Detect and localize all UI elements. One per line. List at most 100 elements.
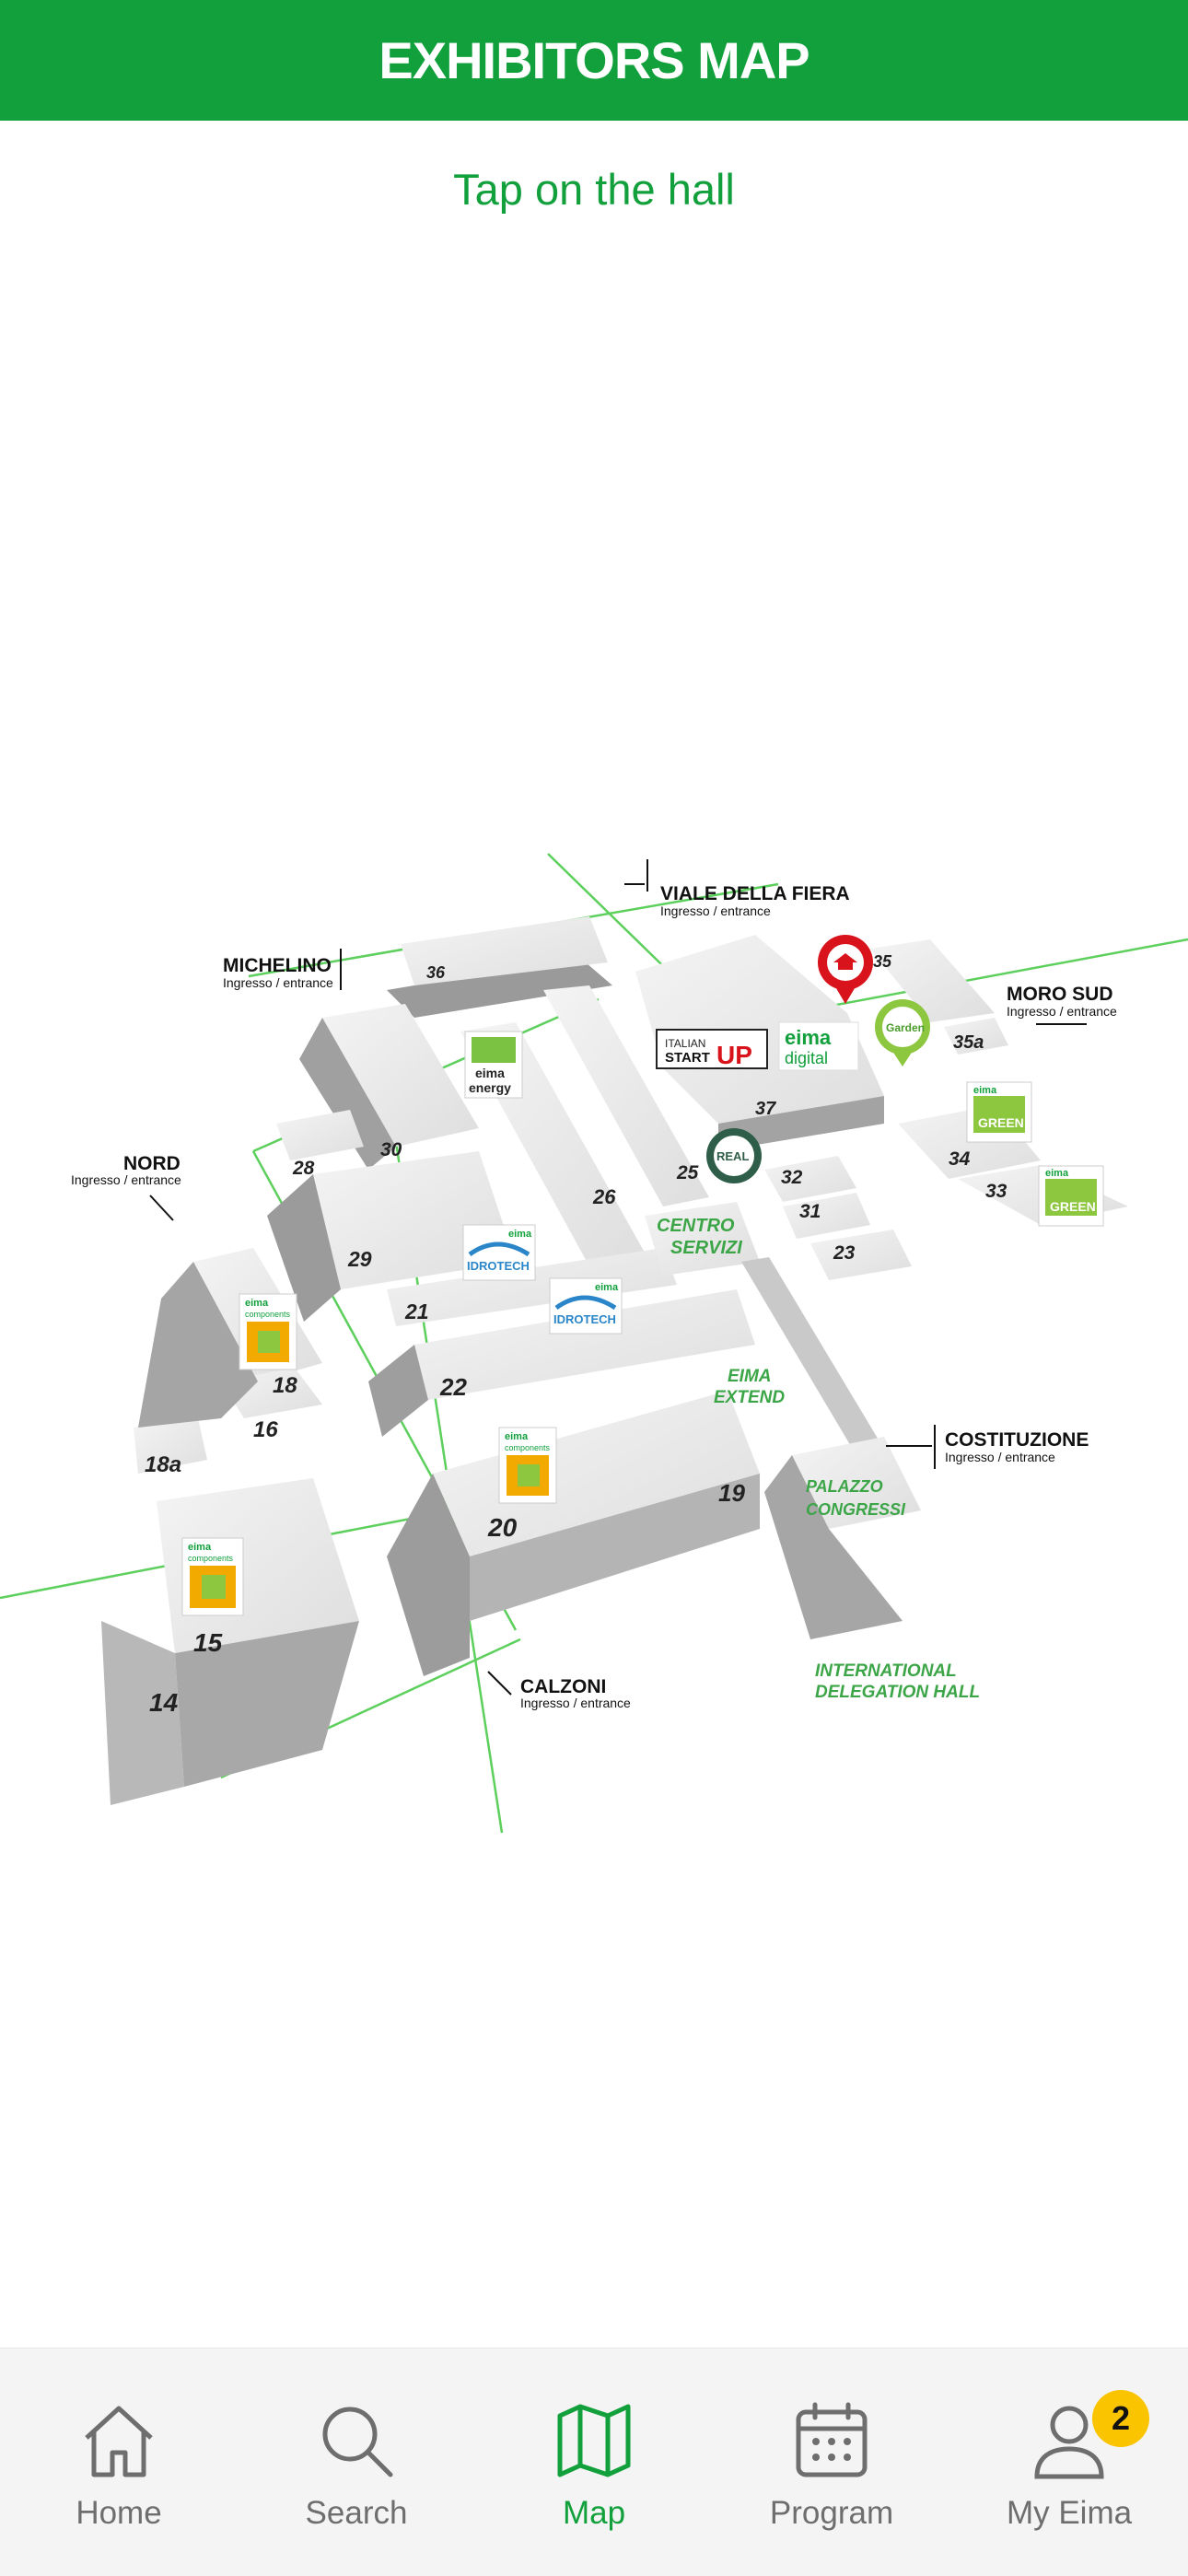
- hall-label-35: 35: [873, 952, 892, 971]
- palazzo-label-1: PALAZZO: [806, 1477, 883, 1496]
- hall-label-35a: 35a: [953, 1032, 984, 1053]
- components-20-label-1: eima: [505, 1431, 529, 1442]
- tab-map[interactable]: Map: [475, 2349, 713, 2576]
- tab-label-home: Home: [76, 2495, 162, 2531]
- hall-29-side[interactable]: [267, 1174, 341, 1322]
- entrance-sub-costituzione: Ingresso / entrance: [945, 1450, 1055, 1464]
- eima-energy-logo[interactable]: eima energy: [464, 1031, 523, 1099]
- hall-35a[interactable]: [944, 1018, 1008, 1055]
- home-icon: [77, 2399, 160, 2482]
- components-15-label-1: eima: [188, 1542, 212, 1553]
- real-pin-marker[interactable]: REAL: [706, 1128, 762, 1183]
- entrance-sub-michelino: Ingresso / entrance: [223, 975, 333, 990]
- hall-14-side[interactable]: [175, 1621, 359, 1787]
- hall-28[interactable]: [276, 1110, 364, 1160]
- tab-program[interactable]: Program: [713, 2349, 950, 2576]
- entrance-costituzione[interactable]: COSTITUZIONE Ingresso / entrance: [886, 1425, 1089, 1469]
- hall-blocks[interactable]: [101, 916, 1128, 1805]
- energy-label-1: eima: [475, 1066, 505, 1080]
- green-2-label-1: eima: [1045, 1168, 1069, 1179]
- exhibitors-map-svg[interactable]: 36 35 35a 37 30 28 26 25 32 31 34 33 23 …: [0, 829, 1188, 1860]
- palazzo-label-2: CONGRESSI: [806, 1500, 906, 1519]
- eima-extend[interactable]: [741, 1257, 879, 1448]
- eima-idrotech-logo-2[interactable]: eima IDROTECH: [549, 1277, 623, 1335]
- eima-green-logo-1[interactable]: eima GREEN: [966, 1081, 1032, 1143]
- hall-25[interactable]: [543, 985, 709, 1206]
- tab-search[interactable]: Search: [238, 2349, 475, 2576]
- eima-components-logo-18[interactable]: eima components: [239, 1293, 297, 1370]
- hall-label-30: 30: [380, 1139, 402, 1160]
- hall-31[interactable]: [783, 1193, 870, 1239]
- garden-pin-marker[interactable]: Garden: [875, 999, 930, 1067]
- palazzo-congressi-side[interactable]: [764, 1455, 903, 1639]
- bottom-tab-bar: Home Search Map: [0, 2348, 1188, 2576]
- hall-14[interactable]: [101, 1621, 184, 1805]
- hall-21[interactable]: [387, 1248, 677, 1326]
- idrotech-2-label-1: eima: [595, 1282, 619, 1293]
- hall-23[interactable]: [810, 1230, 912, 1280]
- entrance-label-costituzione: COSTITUZIONE: [945, 1429, 1089, 1451]
- hall-35[interactable]: [870, 939, 995, 1022]
- entrance-label-michelino: MICHELINO: [223, 955, 332, 976]
- palazzo-congressi[interactable]: [792, 1437, 921, 1529]
- eima-idrotech-logo-1[interactable]: eima IDROTECH: [462, 1224, 536, 1281]
- real-label: REAL: [716, 1149, 749, 1163]
- components-18-label-1: eima: [245, 1298, 269, 1309]
- hall-label-16: 16: [253, 1417, 278, 1442]
- hall-30-side[interactable]: [299, 1018, 396, 1170]
- energy-label-2: energy: [469, 1080, 511, 1095]
- hall-20-side[interactable]: [387, 1474, 470, 1676]
- hall-37-side[interactable]: [718, 1096, 884, 1151]
- hall-label-37: 37: [755, 1099, 776, 1119]
- startup-label-3: UP: [716, 1041, 752, 1069]
- tab-label-my-eima: My Eima: [1006, 2495, 1133, 2531]
- hall-18a[interactable]: [134, 1418, 207, 1474]
- eima-extend-label-2: EXTEND: [714, 1388, 785, 1407]
- tab-label-program: Program: [769, 2495, 894, 2531]
- eima-green-logo-2[interactable]: eima GREEN: [1038, 1165, 1104, 1227]
- entrance-label-viale: VIALE DELLA FIERA: [660, 883, 850, 904]
- entrance-label-moro-sud: MORO SUD: [1007, 984, 1113, 1005]
- entrance-moro-sud[interactable]: MORO SUD Ingresso / entrance: [1007, 984, 1117, 1025]
- centro-servizi-label-2: SERVIZI: [670, 1238, 742, 1258]
- map-markers[interactable]: ITALIAN START UP eima digital Garden REA…: [181, 935, 1104, 1616]
- delegation-label-2: DELEGATION HALL: [815, 1683, 980, 1702]
- eima-components-logo-15[interactable]: eima components: [181, 1537, 244, 1616]
- startup-label-1: ITALIAN: [665, 1037, 705, 1050]
- hall-32[interactable]: [764, 1156, 856, 1202]
- centro-servizi[interactable]: [645, 1202, 760, 1276]
- eima-digital-logo[interactable]: eima digital: [778, 1021, 859, 1071]
- hall-label-28: 28: [292, 1158, 315, 1179]
- hall-36[interactable]: [387, 958, 612, 1018]
- tab-my-eima[interactable]: 2 My Eima: [950, 2349, 1188, 2576]
- italian-startup-logo[interactable]: ITALIAN START UP: [656, 1029, 768, 1069]
- exhibitors-map[interactable]: 36 35 35a 37 30 28 26 25 32 31 34 33 23 …: [0, 829, 1188, 1860]
- hall-label-19: 19: [718, 1479, 745, 1507]
- hall-19-side[interactable]: [470, 1474, 760, 1621]
- search-icon: [315, 2399, 398, 2482]
- eima-components-logo-20[interactable]: eima components: [498, 1427, 557, 1504]
- hall-22-side[interactable]: [368, 1345, 428, 1437]
- idrotech-1-label-1: eima: [508, 1229, 532, 1240]
- hall-label-18: 18: [273, 1373, 297, 1398]
- hall-30[interactable]: [322, 1004, 479, 1147]
- hall-20[interactable]: [433, 1391, 760, 1556]
- hall-36-top[interactable]: [401, 916, 608, 985]
- tab-label-search: Search: [305, 2495, 408, 2531]
- hall-label-20: 20: [487, 1513, 518, 1542]
- app-header: EXHIBITORS MAP: [0, 0, 1188, 121]
- entrance-viale-della-fiera[interactable]: VIALE DELLA FIERA Ingresso / entrance: [624, 859, 850, 918]
- entrance-sub-calzoni: Ingresso / entrance: [520, 1696, 631, 1710]
- tab-home[interactable]: Home: [0, 2349, 238, 2576]
- hall-18-side[interactable]: [138, 1262, 258, 1428]
- area-labels: CENTRO SERVIZI EIMA EXTEND PALAZZO CONGR…: [657, 1216, 980, 1702]
- green-1-label-2: GREEN: [978, 1115, 1024, 1130]
- entrance-nord[interactable]: NORD Ingresso / entrance: [71, 1153, 181, 1221]
- entrance-sub-nord: Ingresso / entrance: [71, 1172, 181, 1187]
- entrance-calzoni[interactable]: CALZONI Ingresso / entrance: [487, 1671, 631, 1710]
- hall-22[interactable]: [414, 1289, 755, 1400]
- eima-digital-label-1: eima: [785, 1026, 832, 1049]
- hall-label-14: 14: [149, 1688, 179, 1717]
- red-pin-marker[interactable]: [818, 935, 873, 1004]
- entrance-michelino[interactable]: MICHELINO Ingresso / entrance: [223, 949, 342, 990]
